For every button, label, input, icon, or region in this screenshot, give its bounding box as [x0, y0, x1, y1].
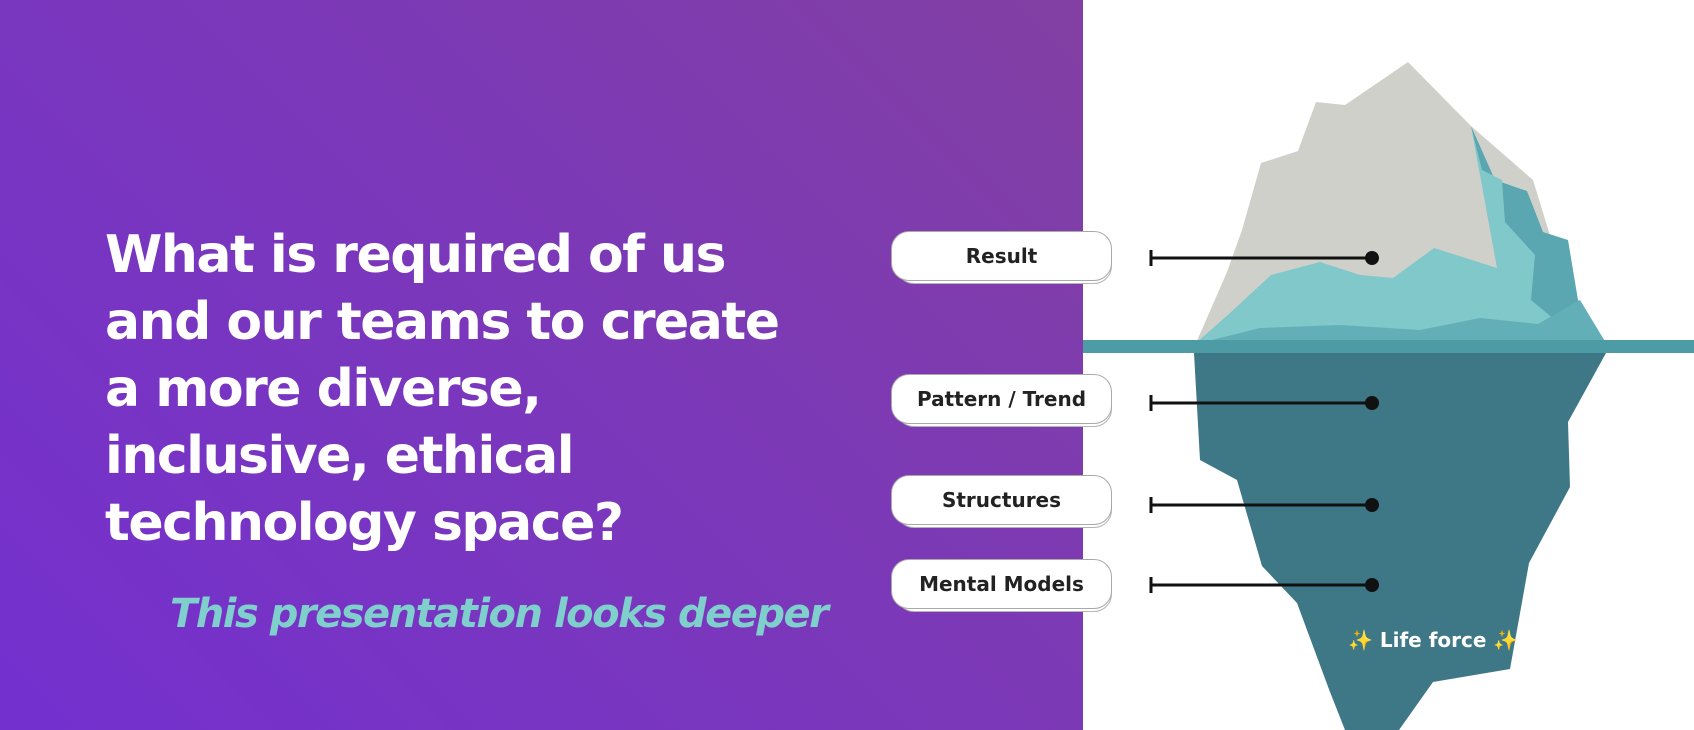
- iceberg-right-face: [1471, 126, 1606, 343]
- label-pattern-trend: Pattern / Trend: [891, 374, 1112, 427]
- iceberg-lower-band: [1200, 300, 1606, 343]
- leader-dot-4: [1365, 578, 1379, 592]
- leader-lines: [1149, 250, 1379, 593]
- leader-dot-2: [1365, 396, 1379, 410]
- life-force-text: Life force: [1379, 628, 1487, 652]
- label-mental-models: Mental Models: [891, 559, 1112, 612]
- label-result-text: Result: [965, 244, 1038, 268]
- subtitle: This presentation looks deeper: [170, 591, 829, 637]
- leader-dot-3: [1365, 498, 1379, 512]
- leader-dot-1: [1365, 251, 1379, 265]
- label-structures: Structures: [891, 475, 1112, 528]
- label-structures-text: Structures: [941, 488, 1062, 512]
- sparkle-icon: ✨: [1348, 628, 1373, 652]
- label-pattern-trend-text: Pattern / Trend: [916, 387, 1087, 411]
- headline: What is required of us and our teams to …: [105, 225, 780, 553]
- iceberg-underwater: [1194, 353, 1606, 730]
- sparkle-icon: ✨: [1493, 628, 1519, 652]
- life-force-label: ✨ Life force ✨: [1348, 628, 1518, 652]
- waterline: [1083, 340, 1694, 353]
- label-mental-models-text: Mental Models: [919, 572, 1084, 596]
- label-result: Result: [891, 231, 1112, 284]
- iceberg-light-face: [1196, 126, 1555, 343]
